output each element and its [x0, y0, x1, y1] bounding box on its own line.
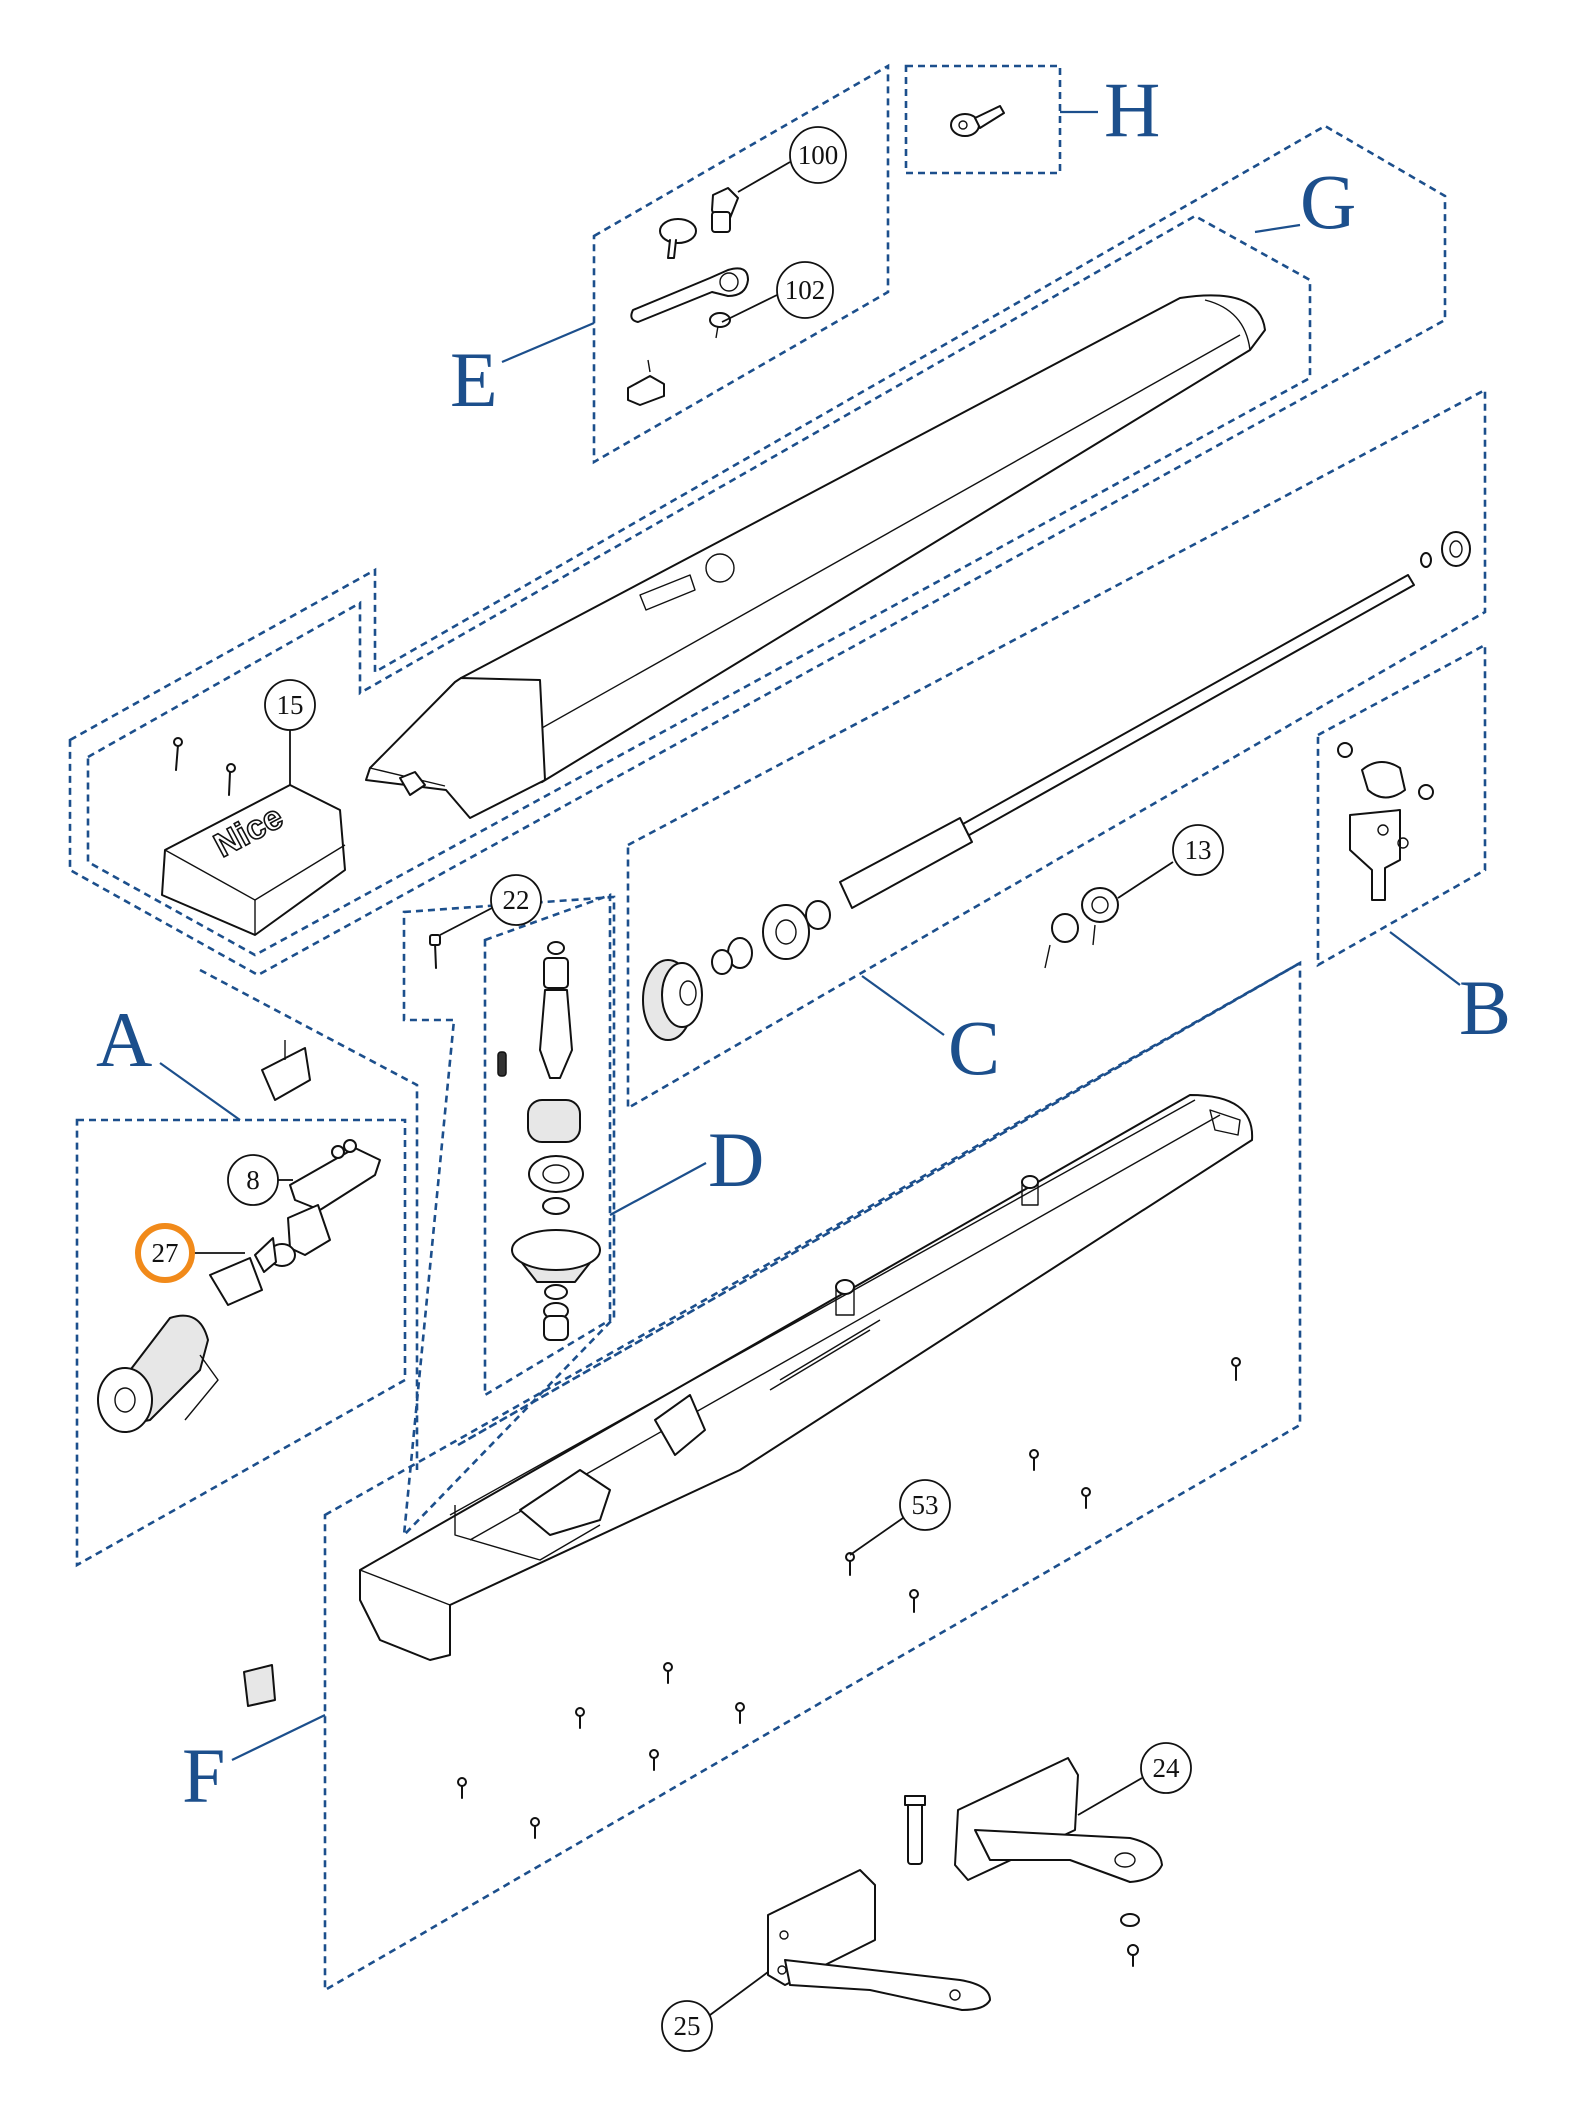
- lower-housing-part: [359, 1094, 1254, 1661]
- callout-24[interactable]: 24: [1077, 1742, 1192, 1816]
- motor-assembly-part: [97, 1040, 381, 1433]
- drive-shaft-part: [642, 531, 1471, 1041]
- top-cover-part: [365, 294, 1266, 819]
- callout-8-text: 8: [246, 1165, 260, 1195]
- parts: Nice: [97, 105, 1471, 2011]
- group-letter-g: G: [1254, 158, 1356, 245]
- group-letter-c: C: [861, 975, 1000, 1091]
- callout-100-text: 100: [798, 140, 839, 170]
- release-key-part: [950, 105, 1005, 137]
- callout-13[interactable]: 13: [1117, 824, 1224, 899]
- group-letter-f-text: F: [182, 1732, 225, 1819]
- group-f-outline: [323, 960, 1302, 1993]
- group-letter-a-text: A: [96, 996, 152, 1083]
- group-c-outline: [626, 387, 1487, 1111]
- callout-102[interactable]: 102: [721, 261, 834, 323]
- group-d-outline: [402, 895, 616, 1539]
- group-outlines: [68, 63, 1487, 1993]
- group-d-inner-outline: [483, 893, 612, 1398]
- callout-25-text: 25: [674, 2011, 701, 2041]
- callout-22[interactable]: 22: [439, 874, 542, 936]
- group-e-outline: [592, 63, 890, 465]
- group-letter-e-text: E: [450, 336, 498, 423]
- callout-15[interactable]: 15: [264, 679, 316, 785]
- group-letter-a: A: [96, 996, 241, 1121]
- group-letter-e: E: [450, 321, 595, 423]
- group-a-outline: [75, 1118, 407, 1568]
- group-letter-h: H: [1060, 66, 1160, 153]
- group-letter-b: B: [1389, 931, 1511, 1051]
- callout-25[interactable]: 25: [661, 1971, 769, 2052]
- gear-train-part: [429, 934, 601, 1341]
- group-a-top-outline: [199, 968, 419, 1470]
- group-letter-d: D: [609, 1116, 764, 1216]
- callout-8[interactable]: 8: [227, 1154, 293, 1206]
- callout-100[interactable]: 100: [737, 126, 847, 193]
- group-letter-f: F: [182, 1714, 326, 1819]
- callout-24-text: 24: [1153, 1753, 1181, 1783]
- lock-assembly-part: [627, 187, 749, 406]
- screws-part: [243, 1357, 1241, 1967]
- rear-bracket-part: [904, 1757, 1163, 1883]
- group-b-outline: [1316, 642, 1487, 968]
- front-plate-part: [767, 1869, 991, 2011]
- group-letter-d-text: D: [708, 1116, 764, 1203]
- end-cap-part: Nice: [161, 737, 346, 936]
- callout-15-text: 15: [277, 690, 304, 720]
- group-letter-b-text: B: [1459, 964, 1511, 1051]
- callout-22-text: 22: [503, 885, 530, 915]
- group-letter-c-text: C: [948, 1004, 1000, 1091]
- callout-27-text: 27: [152, 1238, 179, 1268]
- front-bracket-part: [1337, 742, 1434, 901]
- group-letter-h-text: H: [1104, 66, 1160, 153]
- group-h-outline: [904, 64, 1062, 175]
- callout-27-highlighted[interactable]: 27: [135, 1223, 245, 1283]
- group-g-outline: [68, 124, 1447, 977]
- callout-102-text: 102: [785, 275, 826, 305]
- callout-53[interactable]: 53: [849, 1479, 951, 1556]
- callout-13-text: 13: [1185, 835, 1212, 865]
- group-letter-g-text: G: [1300, 158, 1356, 245]
- group-g-inner-outline: [86, 214, 1312, 957]
- callout-53-text: 53: [912, 1490, 939, 1520]
